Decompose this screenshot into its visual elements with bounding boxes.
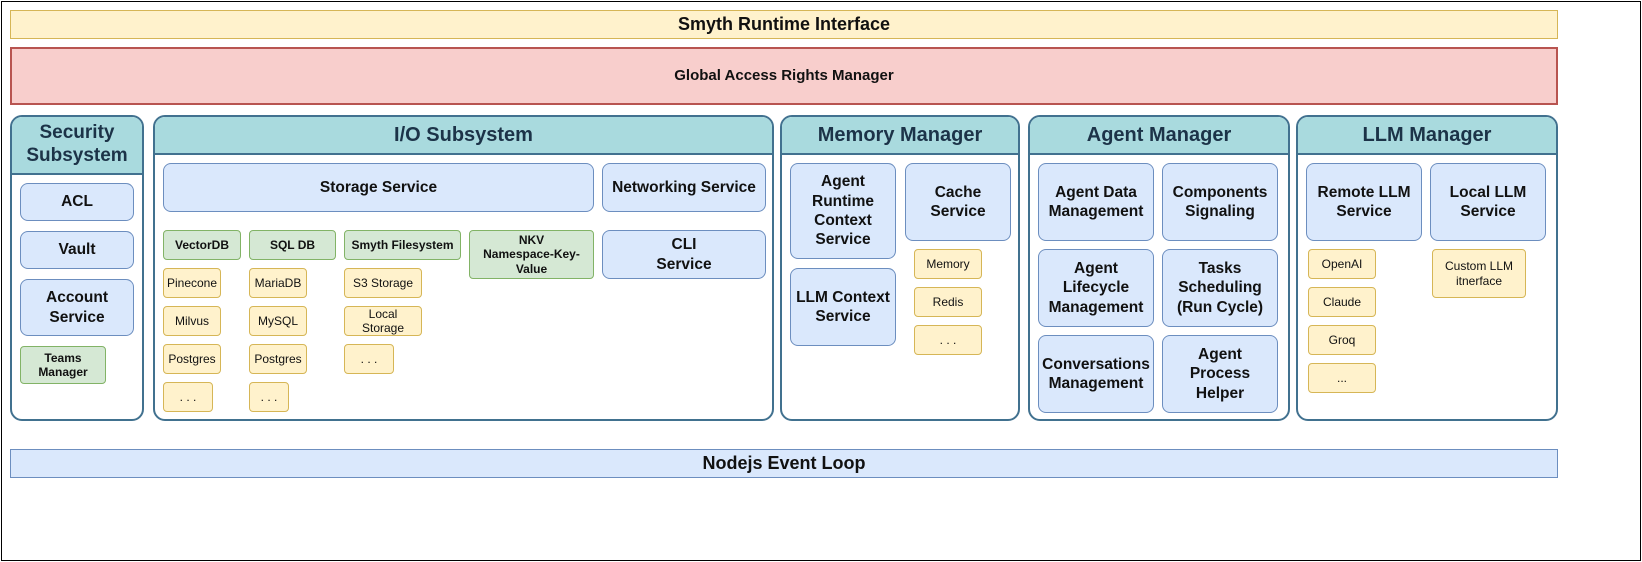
cache-more-box: . . . xyxy=(914,325,982,355)
smyth-filesystem-box: Smyth Filesystem xyxy=(344,230,461,260)
s3-storage-box: S3 Storage xyxy=(344,268,422,298)
claude-box: Claude xyxy=(1308,287,1376,317)
openai-box: OpenAI xyxy=(1308,249,1376,279)
mysql-box: MySQL xyxy=(249,306,307,336)
cli-service-box: CLI Service xyxy=(602,230,766,279)
remote-llm-more-box: ... xyxy=(1308,363,1376,393)
storage-service-box: Storage Service xyxy=(163,163,594,212)
vectordb-more-box: . . . xyxy=(163,382,213,412)
remote-llm-service-box: Remote LLM Service xyxy=(1306,163,1422,241)
networking-service-box: Networking Service xyxy=(602,163,766,212)
postgres-vector-box: Postgres xyxy=(163,344,221,374)
agent-manager-title: Agent Manager xyxy=(1030,117,1288,155)
local-llm-service-box: Local LLM Service xyxy=(1430,163,1546,241)
postgres-sql-box: Postgres xyxy=(249,344,307,374)
agent-data-management-box: Agent Data Management xyxy=(1038,163,1154,241)
agent-runtime-context-box: Agent Runtime Context Service xyxy=(790,163,896,259)
io-subsystem-panel: I/O Subsystem Storage Service Networking… xyxy=(153,115,774,421)
redis-item-box: Redis xyxy=(914,287,982,317)
access-rights-bar: Global Access Rights Manager xyxy=(10,47,1558,105)
conversations-management-box: Conversations Management xyxy=(1038,335,1154,413)
cache-service-box: Cache Service xyxy=(905,163,1011,241)
io-subsystem-title: I/O Subsystem xyxy=(155,117,772,155)
vectordb-box: VectorDB xyxy=(163,230,241,260)
acl-box: ACL xyxy=(20,183,134,221)
llm-manager-panel: LLM Manager Remote LLM Service Local LLM… xyxy=(1296,115,1558,421)
vault-box: Vault xyxy=(20,231,134,269)
components-signaling-box: Components Signaling xyxy=(1162,163,1278,241)
nkv-box: NKV Namespace-Key- Value xyxy=(469,230,594,279)
pinecone-box: Pinecone xyxy=(163,268,221,298)
security-subsystem-title: Security Subsystem xyxy=(12,117,142,175)
account-service-box: Account Service xyxy=(20,279,134,336)
teams-manager-box: Teams Manager xyxy=(20,346,106,384)
security-subsystem-panel: Security Subsystem ACL Vault Account Ser… xyxy=(10,115,144,421)
agent-process-helper-box: Agent Process Helper xyxy=(1162,335,1278,413)
memory-manager-panel: Memory Manager Agent Runtime Context Ser… xyxy=(780,115,1020,421)
agent-manager-panel: Agent Manager Agent Data Management Comp… xyxy=(1028,115,1290,421)
milvus-box: Milvus xyxy=(163,306,221,336)
sqldb-more-box: . . . xyxy=(249,382,289,412)
agent-lifecycle-box: Agent Lifecycle Management xyxy=(1038,249,1154,327)
groq-box: Groq xyxy=(1308,325,1376,355)
filesystem-more-box: . . . xyxy=(344,344,394,374)
runtime-interface-bar: Smyth Runtime Interface xyxy=(10,10,1558,39)
tasks-scheduling-box: Tasks Scheduling (Run Cycle) xyxy=(1162,249,1278,327)
sqldb-box: SQL DB xyxy=(249,230,336,260)
custom-llm-interface-box: Custom LLM itnerface xyxy=(1432,249,1526,298)
mariadb-box: MariaDB xyxy=(249,268,307,298)
local-storage-box: Local Storage xyxy=(344,306,422,336)
memory-manager-title: Memory Manager xyxy=(782,117,1018,155)
memory-item-box: Memory xyxy=(914,249,982,279)
llm-context-service-box: LLM Context Service xyxy=(790,268,896,346)
llm-manager-title: LLM Manager xyxy=(1298,117,1556,155)
event-loop-bar: Nodejs Event Loop xyxy=(10,449,1558,478)
